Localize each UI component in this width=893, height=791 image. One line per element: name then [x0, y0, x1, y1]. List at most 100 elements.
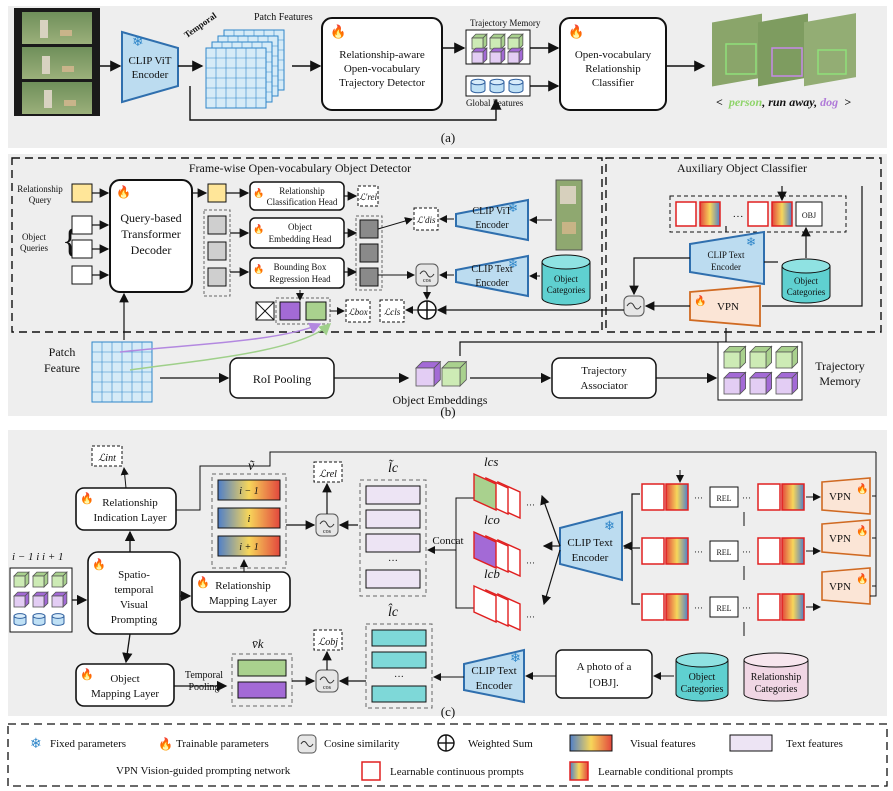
object-query-token [71, 215, 93, 235]
caption-c: (c) [441, 704, 455, 719]
clip-text-encoder-c: CLIP Text Encoder ❄ [559, 510, 623, 582]
input-feature-cubes [13, 571, 68, 626]
l-tilde-label: l̃c [388, 459, 399, 476]
snowflake-icon: ❄ [510, 650, 521, 665]
svg-text:Patch: Patch [49, 345, 76, 359]
object-prompt-stack: ··· [473, 530, 535, 578]
svg-text:Object: Object [22, 232, 46, 242]
svg-text:Object: Object [554, 274, 578, 284]
output-triplet: < person, run away, dog > [716, 95, 851, 109]
svg-text:Relationship: Relationship [279, 186, 325, 196]
svg-text:Object: Object [794, 276, 818, 286]
svg-text:Relationship: Relationship [102, 497, 158, 509]
svg-text:cos: cos [323, 529, 332, 535]
svg-text:CLIP Text: CLIP Text [471, 264, 512, 275]
legend: ❄ Fixed parameters 🔥 Trainable parameter… [30, 734, 843, 781]
cube-front [775, 377, 793, 395]
stack-ellipsis: ··· [526, 558, 535, 568]
loss-rel: ℒrel [319, 469, 337, 480]
cube-front [51, 595, 64, 608]
cylinder-top [51, 613, 65, 619]
clip-vit-label-2: Encoder [132, 69, 169, 81]
flame-icon: 🔥 [196, 576, 210, 589]
svg-text:Weighted Sum: Weighted Sum [468, 738, 533, 750]
continuous-prompt [757, 593, 781, 621]
concat-label: Concat [432, 535, 463, 547]
svg-text:Classification Head: Classification Head [267, 197, 338, 207]
cube-front [32, 575, 45, 588]
snowflake-icon: ❄ [132, 35, 144, 50]
cylinder-top [32, 613, 46, 619]
cube-front [775, 351, 793, 369]
svg-text:Encoder: Encoder [475, 278, 509, 289]
svg-text:Trajectory Detector: Trajectory Detector [339, 77, 425, 89]
l-o-label: lco [484, 512, 500, 527]
svg-text:cos: cos [423, 278, 432, 284]
continuous-prompt [641, 483, 665, 511]
svg-text:Classifier: Classifier [592, 77, 634, 89]
svg-text:Object: Object [689, 672, 716, 683]
svg-text:i − 1: i − 1 [239, 486, 259, 497]
svg-text:Spatio-: Spatio- [118, 569, 150, 581]
flame-icon: 🔥 [80, 492, 94, 505]
svg-text:Memory: Memory [819, 374, 860, 388]
object-categories-c: Object Categories [675, 652, 729, 702]
cube-front [415, 367, 435, 387]
svg-text:Categories: Categories [681, 684, 724, 695]
svg-text:Encoder: Encoder [475, 220, 509, 231]
patch-features-grid [205, 29, 285, 109]
caption-b: (b) [440, 404, 455, 419]
svg-text:Mapping Layer: Mapping Layer [209, 595, 277, 607]
svg-text:i + 1: i + 1 [239, 542, 259, 553]
flame-icon: 🔥 [253, 263, 264, 274]
transformer-decoder: Query-based Transformer Decoder 🔥 [109, 179, 193, 293]
aux-object-categories: Object Categories [781, 258, 831, 304]
continuous-prompt [757, 537, 781, 565]
row-ellipsis: ··· [694, 547, 703, 557]
svg-text:VPN Vision-guided prompting n: VPN Vision-guided prompting network [116, 765, 291, 777]
flame-icon: 🔥 [694, 294, 706, 307]
svg-text:Relationship: Relationship [751, 672, 802, 683]
cube-front [441, 367, 461, 387]
row-ellipsis: ··· [742, 603, 751, 613]
svg-text:Object: Object [288, 222, 312, 232]
object-mapping-layer: Object Mapping Layer 🔥 [75, 663, 175, 707]
frame-index-labels: i − 1 i i + 1 [12, 551, 64, 563]
legend-box [7, 723, 888, 787]
vpn-block [821, 519, 871, 557]
cube-front [13, 575, 26, 588]
cube-front [723, 351, 741, 369]
svg-text:CLIP ViT: CLIP ViT [472, 206, 511, 217]
flame-icon: 🔥 [568, 24, 584, 39]
svg-text:Encoder: Encoder [476, 680, 513, 692]
svg-text:CLIP Text: CLIP Text [567, 537, 612, 549]
svg-text:[OBJ].: [OBJ]. [589, 677, 619, 689]
clip-vit-label-1: CLIP ViT [128, 55, 171, 67]
cube-front [723, 377, 741, 395]
svg-text:Encoder: Encoder [572, 552, 609, 564]
clip-vit-encoder-b: CLIP ViT Encoder ❄ [455, 198, 529, 242]
object-query-token [71, 239, 93, 259]
svg-text:···: ··· [733, 211, 744, 223]
clip-vit-encoder-a: CLIP ViT Encoder ❄ [121, 30, 179, 104]
photo-template: A photo of a [OBJ]. [555, 649, 653, 699]
prompt-slab [473, 584, 497, 624]
object-categories-b: Object Categories [541, 254, 591, 306]
svg-text:temporal: temporal [114, 584, 153, 596]
svg-text:Queries: Queries [20, 243, 48, 253]
rel-token-box [709, 486, 739, 508]
svg-text:Decoder: Decoder [131, 243, 172, 257]
frame-detector-box [11, 157, 603, 333]
frame-detector-title: Frame-wise Open-vocabulary Object Detect… [189, 161, 411, 175]
svg-text:Relationship: Relationship [215, 580, 271, 592]
background-prompt-stack: ··· [473, 584, 535, 632]
relationship-classifier: Open-vocabulary Relationship Classifier … [559, 17, 667, 111]
spatio-temporal-prompting: Spatio- temporal Visual Prompting 🔥 [87, 551, 181, 635]
row-ellipsis: ··· [742, 547, 751, 557]
flame-icon: 🔥 [856, 572, 868, 585]
loss-box: ℒbox [348, 307, 367, 317]
relationship-categories: Relationship Categories [743, 652, 809, 702]
svg-text:Indication Layer: Indication Layer [94, 512, 167, 524]
svg-text:Embedding Head: Embedding Head [269, 234, 332, 244]
vpn-b: VPN 🔥 [689, 285, 761, 327]
